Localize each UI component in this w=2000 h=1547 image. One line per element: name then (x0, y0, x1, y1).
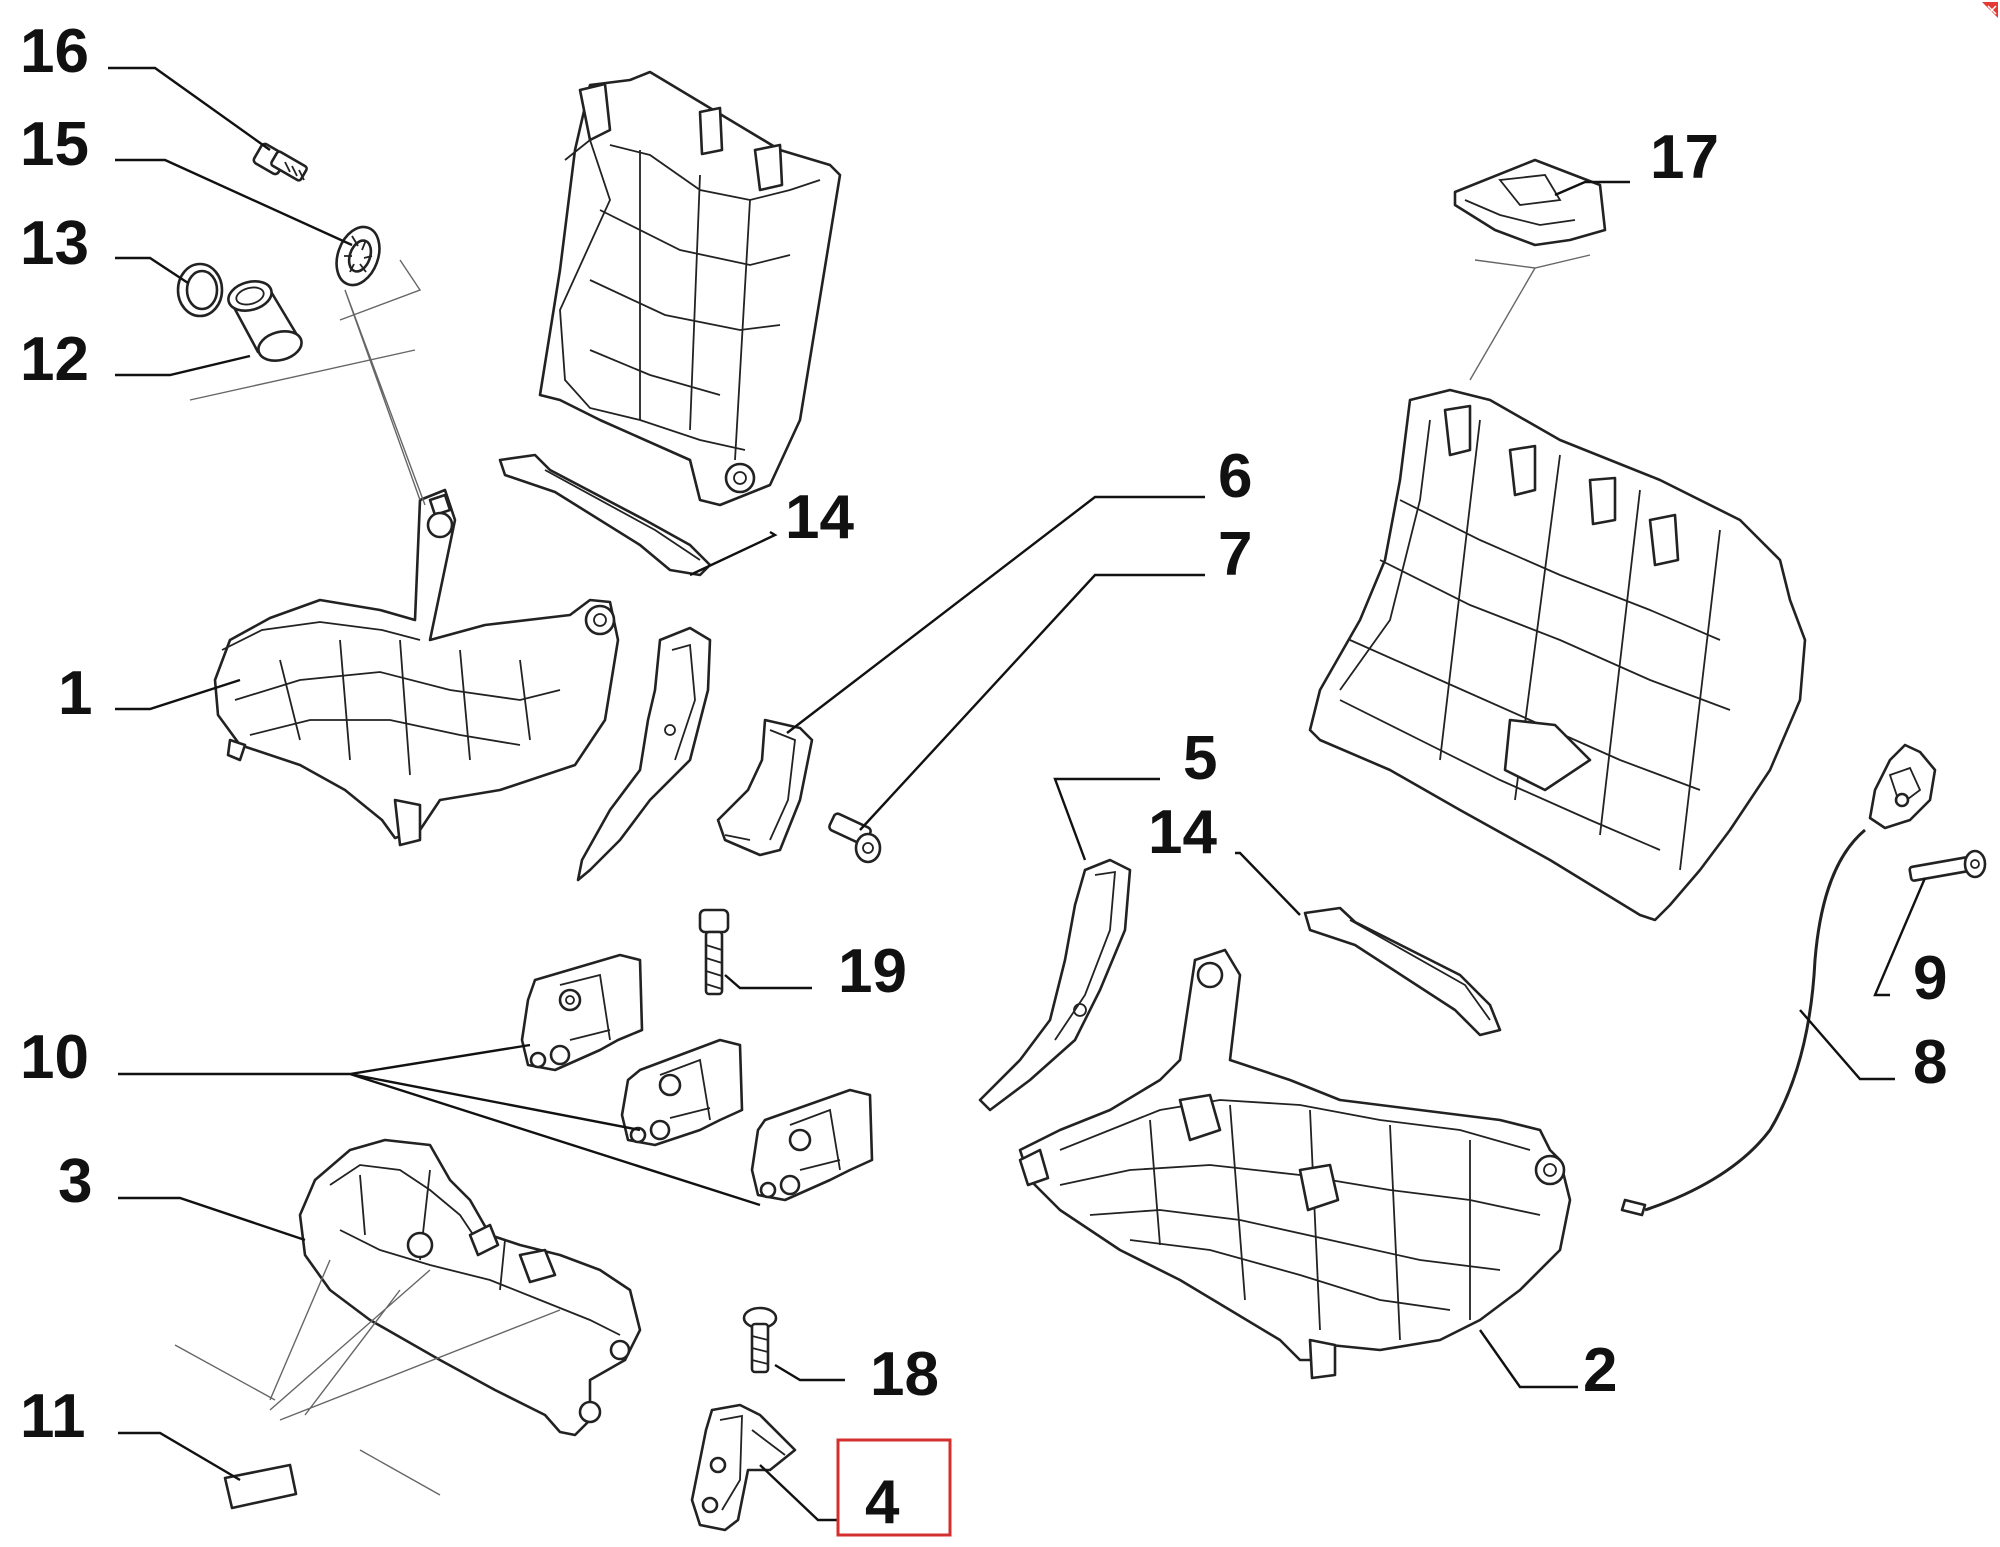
hinge-cover-6-icon (716, 718, 814, 857)
seat-frame-right-icon (1018, 948, 1572, 1380)
base-rail-3-icon (298, 1138, 642, 1437)
latch-plate-10b-icon (620, 1038, 744, 1147)
callout-labels: 16 15 13 12 1 14 6 7 5 14 17 9 8 19 10 3… (20, 17, 1947, 1537)
callout-10: 10 (20, 1023, 89, 1092)
callout-14a: 14 (785, 483, 854, 552)
callout-9: 9 (1913, 944, 1947, 1013)
callout-19: 19 (838, 937, 907, 1006)
callout-2: 2 (1583, 1336, 1617, 1405)
cable-end-icon (1620, 1198, 1647, 1217)
callout-18: 18 (870, 1340, 939, 1409)
group-line-1 (189, 259, 422, 401)
strap-14b-icon (1303, 906, 1502, 1037)
bolt-19-icon (698, 908, 730, 996)
callout-1: 1 (58, 659, 92, 728)
callout-3: 3 (58, 1147, 92, 1216)
callout-14b: 14 (1148, 798, 1217, 867)
bolt-9-icon (1908, 849, 1987, 882)
seat-back-frame-left-icon (538, 70, 842, 507)
bracket-4-icon (690, 1403, 797, 1532)
pad-11-icon (223, 1463, 298, 1510)
release-cable-icon (1644, 828, 1866, 1212)
callout-11: 11 (20, 1382, 86, 1451)
highlight-box-callout-4[interactable] (836, 1438, 952, 1537)
latch-plate-10a-icon (520, 953, 644, 1072)
latch-plate-10c-icon (750, 1088, 874, 1202)
seat-back-frame-right-icon (1308, 388, 1807, 922)
seat-frame-left-icon (213, 488, 620, 847)
callout-16: 16 (20, 17, 89, 86)
callout-6: 6 (1218, 442, 1252, 511)
callout-5: 5 (1183, 724, 1217, 793)
corner-close-icon[interactable] (1982, 2, 1998, 18)
ring-13-icon (176, 262, 224, 318)
leader-lines (108, 66, 1927, 1522)
callout-4: 4 (865, 1468, 900, 1537)
side-trim-left-icon (576, 626, 712, 882)
bushing-12-icon (227, 280, 303, 362)
cap-17-icon (1453, 158, 1607, 247)
group-line-3 (1474, 254, 1591, 269)
star-washer-15-icon (335, 225, 381, 287)
bolt-18-icon (742, 1306, 778, 1374)
callout-17: 17 (1650, 123, 1719, 192)
strap-14a-icon (498, 453, 712, 577)
callout-7: 7 (1218, 520, 1252, 589)
release-latch-icon (1868, 743, 1937, 830)
side-trim-5-icon (978, 858, 1132, 1112)
callout-15: 15 (20, 110, 89, 179)
callout-12: 12 (20, 325, 89, 394)
bolt-16-icon (252, 142, 308, 182)
callout-8: 8 (1913, 1028, 1947, 1097)
callout-13: 13 (20, 209, 89, 278)
bolt-7-icon (828, 812, 882, 864)
group-line-2 (174, 1344, 441, 1496)
